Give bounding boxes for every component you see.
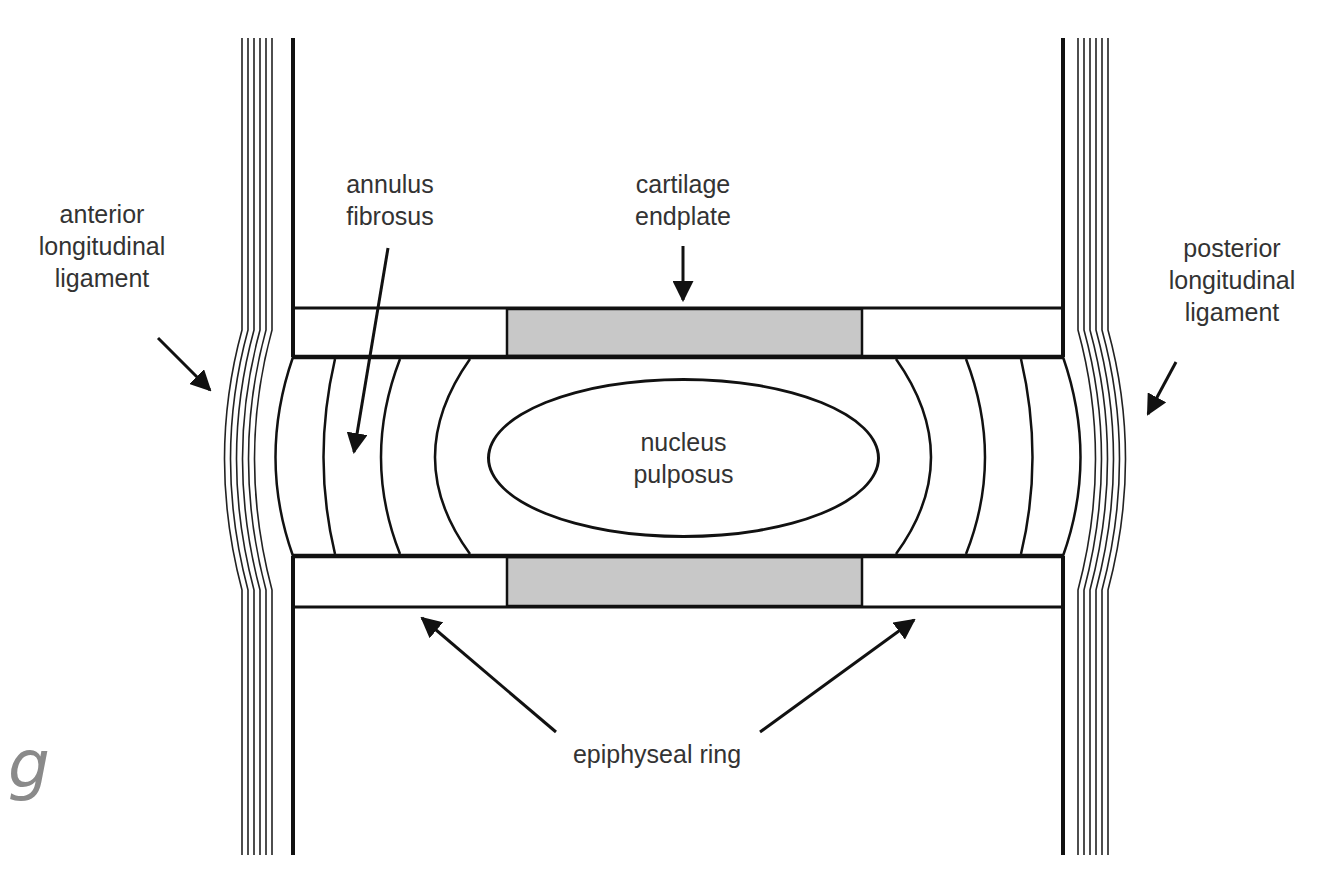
endplate [293,308,1063,607]
nucleus-ellipse: nucleus pulposus [487,378,880,538]
vertebral-wall [293,38,1063,855]
ligament-label: posterior longitudinal ligament [1147,232,1317,328]
part-label: cartilage endplate [603,168,763,232]
part-label: nucleus pulposus [614,426,754,490]
anterior-ligament [225,38,273,855]
panel-letter: g [4,732,54,798]
disc-outline [276,357,1081,556]
part-label: annulus fibrosus [315,168,465,232]
ligament-label: anterior longitudinal ligament [22,198,182,294]
annulus-lamellae [324,352,1033,564]
part-label: epiphyseal ring [567,738,747,770]
leader-arrow [158,246,1176,732]
posterior-ligament [1078,38,1126,855]
